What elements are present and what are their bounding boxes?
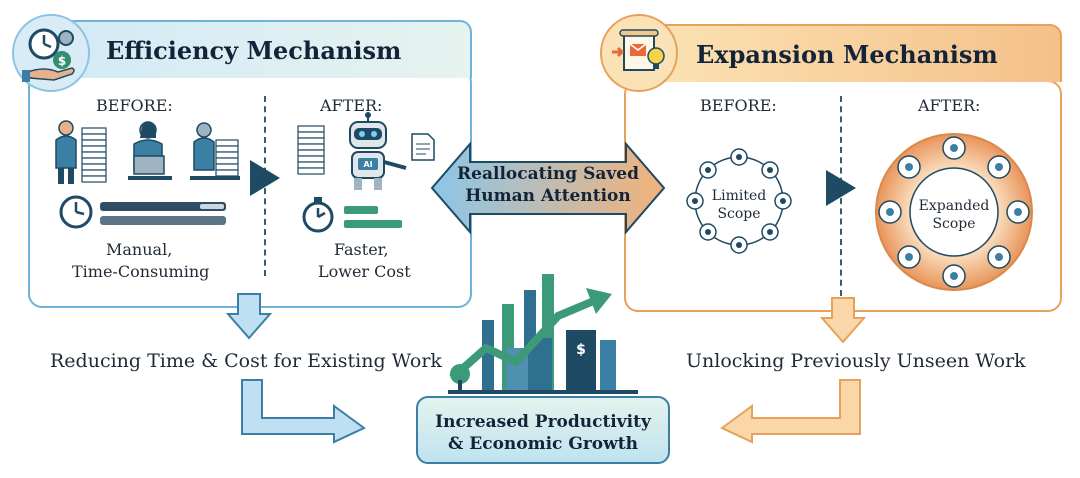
expansion-down-arrow-icon (820, 297, 866, 344)
reallocation-line-2: Human Attention (465, 186, 631, 206)
efficiency-down-arrow-icon (226, 293, 272, 340)
efficiency-outcome-text: Reducing Time & Cost for Existing Work (50, 350, 442, 372)
slow-progress-bar-1 (100, 202, 226, 211)
expanded-scope-label-1: Expanded (918, 198, 990, 214)
efficiency-header-tab: Efficiency Mechanism (40, 20, 472, 78)
limited-scope-label-1: Limited (711, 188, 767, 204)
ai-robot-icon: AI (297, 112, 435, 190)
slow-progress-remaining (200, 204, 224, 209)
expansion-header-tab: Expansion Mechanism (630, 24, 1062, 82)
result-line-2: & Economic Growth (448, 434, 638, 454)
expansion-outcome-text: Unlocking Previously Unseen Work (686, 350, 1026, 372)
reallocation-double-arrow (430, 141, 666, 235)
expansion-play-arrow-icon (826, 170, 856, 206)
play-arrow-icon (250, 160, 280, 196)
expanded-scope-label-2: Scope (932, 216, 976, 232)
expansion-after-label: AFTER: (918, 96, 981, 115)
growth-city-chart-icon: $ (448, 274, 638, 394)
efficiency-title: Efficiency Mechanism (106, 36, 402, 65)
expansion-to-growth-arrow (720, 379, 861, 444)
reallocation-label: Reallocating Saved Human Attention (430, 164, 666, 214)
manual-workers-icon (55, 120, 240, 184)
fast-progress-bar-2 (344, 220, 402, 228)
stopwatch-icon (302, 197, 334, 233)
expanded-scope-ring (875, 133, 1033, 291)
expansion-before-label: BEFORE: (700, 96, 777, 115)
efficiency-after-caption-2: Lower Cost (318, 262, 411, 281)
result-line-1: Increased Productivity (435, 412, 651, 432)
svg-text:AI: AI (363, 160, 372, 169)
limited-scope-ring (686, 148, 792, 254)
reallocation-line-1: Reallocating Saved (457, 164, 639, 184)
fast-progress-bar-1 (344, 206, 378, 214)
efficiency-before-caption-1: Manual, (106, 240, 173, 259)
svg-text:$: $ (576, 342, 586, 358)
scroll-lightbulb-icon (600, 14, 678, 92)
efficiency-to-growth-arrow (241, 379, 366, 444)
efficiency-before-caption-2: Time-Consuming (72, 262, 210, 281)
clock-money-hand-icon: $ (12, 14, 90, 92)
efficiency-after-label: AFTER: (320, 96, 383, 115)
efficiency-after-caption-1: Faster, (334, 240, 389, 259)
svg-text:$: $ (58, 54, 66, 68)
expansion-title: Expansion Mechanism (696, 40, 998, 69)
slow-clock-icon (59, 195, 93, 229)
limited-scope-label-2: Scope (717, 206, 761, 222)
efficiency-before-label: BEFORE: (96, 96, 173, 115)
slow-progress-bar-2 (100, 216, 226, 225)
productivity-growth-box: Increased Productivity & Economic Growth (416, 396, 670, 464)
